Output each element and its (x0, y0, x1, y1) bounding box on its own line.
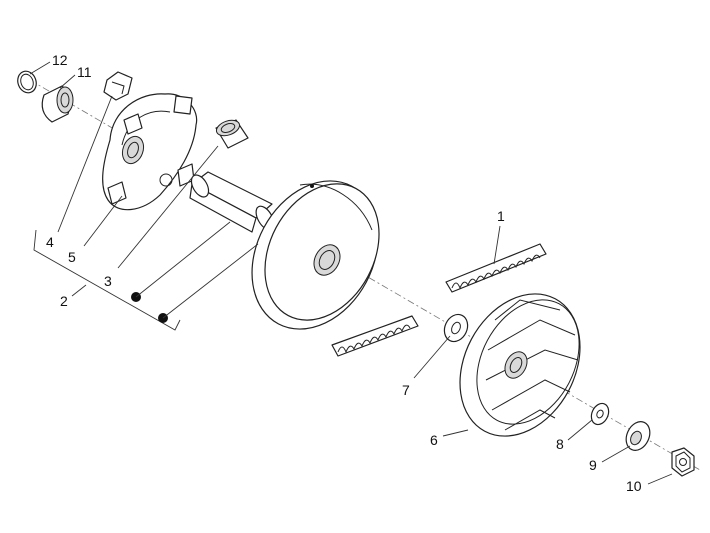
ramp-plate (102, 93, 198, 211)
sleeve-shaft (189, 171, 275, 233)
leader-7 (413, 335, 451, 379)
leader-12 (29, 61, 51, 75)
callout-6: 6 (430, 432, 438, 448)
callout-8: 8 (556, 436, 564, 452)
leader-dot2 (162, 243, 259, 319)
leader-5 (83, 195, 123, 247)
callout-10: 10 (626, 478, 642, 494)
slider-guide (103, 71, 133, 101)
leader-10 (647, 473, 673, 485)
callout-11: 11 (77, 64, 92, 80)
movable-pulley-half (251, 180, 380, 330)
washer-large (443, 313, 469, 343)
washer-small (590, 402, 610, 426)
leader-1 (493, 225, 501, 265)
hub-plate (625, 421, 651, 451)
circlip (17, 70, 37, 94)
leader-3 (117, 145, 219, 269)
leader-2 (71, 284, 87, 297)
drive-belt-upper (445, 243, 547, 293)
callout-12: 12 (52, 52, 68, 68)
drive-belt-lower (331, 315, 419, 357)
spacer-bushing (215, 119, 249, 149)
leader-4 (57, 95, 113, 233)
leader-6 (442, 429, 469, 437)
callout-7: 7 (402, 382, 410, 398)
callout-2: 2 (60, 293, 68, 309)
leader-8 (567, 419, 593, 441)
callout-9: 9 (589, 457, 597, 473)
callout-3: 3 (104, 273, 112, 289)
bearing-bushing (41, 85, 74, 123)
callout-4: 4 (46, 234, 54, 250)
leader-11 (59, 74, 76, 89)
callout-1: 1 (497, 208, 505, 224)
leader-9 (601, 445, 631, 463)
leader-dot1 (135, 221, 231, 298)
fixed-pulley-fan (459, 293, 581, 437)
hex-nut (671, 447, 695, 477)
assembly-bracket (33, 229, 181, 331)
callout-5: 5 (68, 249, 76, 265)
